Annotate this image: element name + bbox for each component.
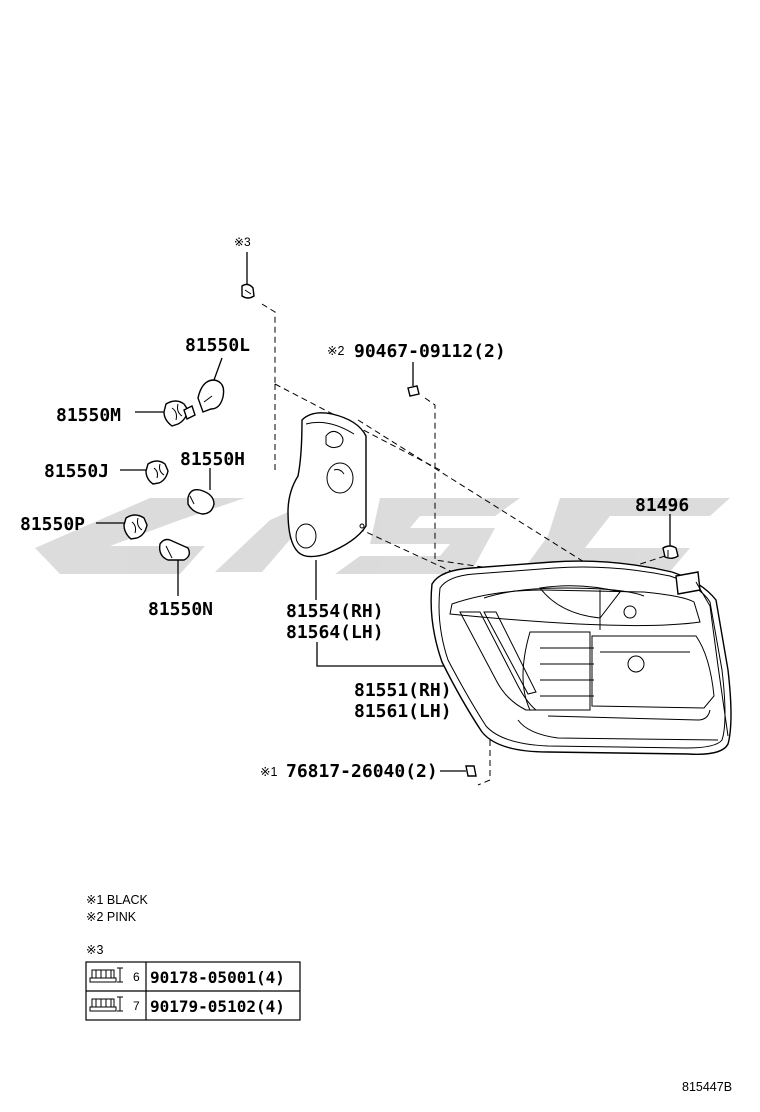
note1-marker: ※1 — [260, 765, 277, 779]
label-81550H: 81550H — [180, 449, 245, 470]
tail-lamp-81551 — [430, 560, 732, 755]
label-81496: 81496 — [635, 495, 689, 516]
clip-90467 — [407, 362, 420, 397]
gasket-81554 — [287, 412, 367, 600]
bulb-81550H — [187, 468, 215, 515]
label-81561: 81561(LH) — [354, 701, 452, 722]
clip-81496 — [662, 514, 679, 559]
label-81550J: 81550J — [44, 461, 109, 482]
label-81551: 81551(RH) — [354, 680, 452, 701]
label-81550M: 81550M — [56, 405, 121, 426]
legend-note2: ※2 PINK — [86, 910, 137, 924]
legend-table-title: ※3 — [86, 943, 103, 957]
callout-labels: ※3 81550L 81550M 81550J 81550H 81550P 81… — [20, 235, 689, 782]
screw-note3 — [241, 252, 255, 299]
screw-icon — [89, 967, 123, 983]
clip-76817 — [440, 765, 477, 777]
bracket-81551 — [316, 642, 453, 667]
note3-marker: ※3 — [234, 235, 251, 249]
label-81554: 81554(RH) — [286, 601, 384, 622]
legend-note1: ※1 BLACK — [86, 893, 149, 907]
label-81564: 81564(LH) — [286, 622, 384, 643]
label-81550P: 81550P — [20, 514, 85, 535]
label-81550N: 81550N — [148, 599, 213, 620]
socket-81550P — [96, 514, 148, 540]
legend: ※1 BLACK ※2 PINK ※3 6 90178-05001(4) — [85, 893, 301, 1021]
row1-part: 90178-05001(4) — [150, 968, 285, 987]
label-90467: 90467-09112(2) — [354, 341, 506, 362]
bulb-81550N — [158, 538, 191, 596]
screw-icon — [89, 996, 123, 1012]
note2-marker: ※2 — [327, 344, 344, 358]
label-81550L: 81550L — [185, 335, 250, 356]
row1-size: 6 — [133, 970, 140, 984]
illustration-id: 815447B — [682, 1080, 732, 1094]
legend-table: 6 90178-05001(4) 7 90179-05102(4) — [85, 961, 301, 1021]
bulb-81550L — [197, 357, 225, 413]
label-76817: 76817-26040(2) — [286, 761, 438, 782]
socket-81550M — [135, 400, 196, 427]
socket-81550J — [120, 460, 169, 485]
row2-size: 7 — [133, 999, 140, 1013]
row2-part: 90179-05102(4) — [150, 997, 285, 1016]
